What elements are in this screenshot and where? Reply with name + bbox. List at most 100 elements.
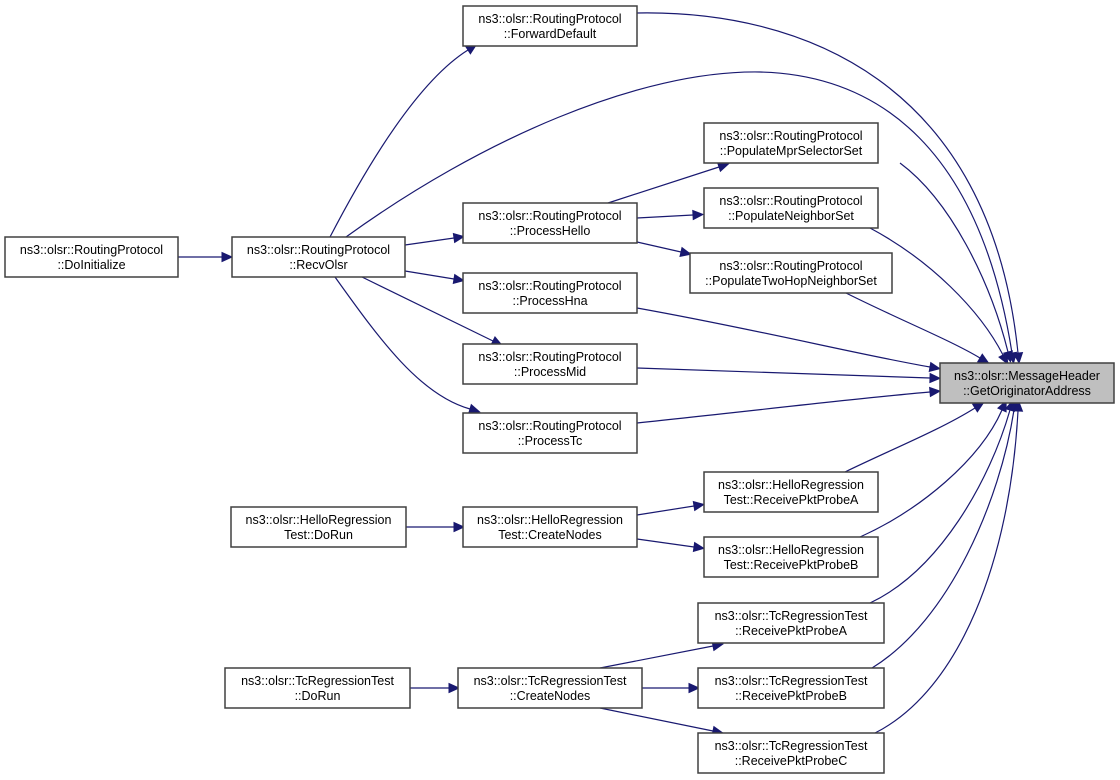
function-node-hpa[interactable]: ns3::olsr::HelloRegressionTest::ReceiveP…: [703, 471, 879, 513]
node-box[interactable]: [462, 202, 638, 244]
node-box[interactable]: [4, 236, 179, 278]
node-box[interactable]: [697, 602, 885, 644]
node-label-line1: ns3::olsr::RoutingProtocol: [478, 419, 621, 433]
node-box[interactable]: [462, 412, 638, 454]
function-node-twohop[interactable]: ns3::olsr::RoutingProtocol::PopulateTwoH…: [689, 252, 893, 294]
function-node-tpb[interactable]: ns3::olsr::TcRegressionTest::ReceivePktP…: [697, 667, 885, 709]
node-box[interactable]: [462, 506, 638, 548]
arrowhead-icon: [976, 353, 990, 364]
node-label-line2: ::ProcessHna: [512, 294, 587, 308]
edges-layer: [178, 12, 1024, 737]
node-label-line2: Test::ReceivePktProbeB: [724, 558, 859, 572]
edge-recv-to-tc: [334, 276, 481, 414]
function-node-mid[interactable]: ns3::olsr::RoutingProtocol::ProcessMid: [462, 343, 638, 385]
arrowhead-icon: [448, 682, 461, 694]
edge-hna-to-target: [636, 307, 942, 373]
arrowhead-icon: [452, 232, 466, 244]
function-node-tpc[interactable]: ns3::olsr::TcRegressionTest::ReceivePktP…: [697, 732, 885, 774]
node-box[interactable]: [939, 362, 1115, 404]
node-label-line1: ns3::olsr::RoutingProtocol: [478, 209, 621, 223]
edge-tcreate-to-tpc: [599, 707, 724, 737]
function-node-tcreate[interactable]: ns3::olsr::TcRegressionTest::CreateNodes: [457, 667, 643, 709]
function-node-hpb[interactable]: ns3::olsr::HelloRegressionTest::ReceiveP…: [703, 536, 879, 578]
edge-line: [874, 410, 1019, 734]
edge-tcreate-to-tpa: [599, 640, 725, 669]
arrowhead-icon: [971, 402, 985, 413]
edge-line: [636, 538, 695, 548]
function-node-hna[interactable]: ns3::olsr::RoutingProtocol::ProcessHna: [462, 272, 638, 314]
node-label-line2: Test::DoRun: [284, 528, 353, 542]
edge-line: [404, 270, 455, 280]
arrowhead-icon: [692, 541, 706, 553]
node-box[interactable]: [703, 536, 879, 578]
node-box[interactable]: [457, 667, 643, 709]
edge-line: [636, 12, 1019, 354]
node-box[interactable]: [703, 122, 879, 164]
function-node-hello[interactable]: ns3::olsr::RoutingProtocol::ProcessHello: [462, 202, 638, 244]
function-node-mpr[interactable]: ns3::olsr::RoutingProtocol::PopulateMprS…: [703, 122, 879, 164]
target-function-node[interactable]: ns3::olsr::MessageHeader::GetOriginatorA…: [939, 362, 1115, 404]
arrowhead-icon: [1012, 351, 1024, 365]
function-node-fwd[interactable]: ns3::olsr::RoutingProtocol::ForwardDefau…: [462, 5, 638, 47]
node-label-line2: ::ProcessHello: [510, 224, 591, 238]
node-box[interactable]: [462, 272, 638, 314]
edge-line: [329, 49, 469, 238]
edge-tcreate-to-tpb: [642, 682, 701, 694]
edge-line: [871, 409, 1015, 669]
node-label-line1: ns3::olsr::HelloRegression: [477, 513, 623, 527]
function-node-nbr[interactable]: ns3::olsr::RoutingProtocol::PopulateNeig…: [703, 187, 879, 229]
node-label-line1: ns3::olsr::TcRegressionTest: [715, 674, 868, 688]
edge-line: [636, 307, 931, 368]
node-label-line2: ::RecvOlsr: [289, 258, 347, 272]
function-node-hcreate[interactable]: ns3::olsr::HelloRegressionTest::CreateNo…: [462, 506, 638, 548]
node-box[interactable]: [462, 343, 638, 385]
node-label-line1: ns3::olsr::RoutingProtocol: [478, 350, 621, 364]
edge-line: [636, 367, 931, 379]
edge-doinit-to-recv: [178, 251, 234, 263]
edge-line: [334, 276, 471, 410]
function-node-tpa[interactable]: ns3::olsr::TcRegressionTest::ReceivePktP…: [697, 602, 885, 644]
node-box[interactable]: [224, 667, 411, 709]
arrowhead-icon: [468, 403, 481, 414]
arrowhead-icon: [452, 273, 466, 285]
node-box[interactable]: [703, 471, 879, 513]
node-label-line1: ns3::olsr::RoutingProtocol: [478, 279, 621, 293]
edge-recv-to-fwd: [329, 43, 478, 238]
edge-line: [636, 505, 695, 516]
node-label-line1: ns3::olsr::MessageHeader: [954, 369, 1100, 383]
edge-hello-to-twohop: [636, 241, 692, 258]
node-box[interactable]: [689, 252, 893, 294]
arrowhead-icon: [679, 246, 692, 258]
node-label-line2: ::ProcessMid: [514, 365, 586, 379]
node-box[interactable]: [697, 667, 885, 709]
node-label-line2: ::ProcessTc: [518, 434, 583, 448]
edge-line: [845, 292, 981, 359]
node-box[interactable]: [697, 732, 885, 774]
function-node-tc[interactable]: ns3::olsr::RoutingProtocol::ProcessTc: [462, 412, 638, 454]
edge-hdorun-to-hcreate: [406, 521, 466, 533]
node-label-line2: ::CreateNodes: [510, 689, 591, 703]
node-label-line1: ns3::olsr::HelloRegression: [718, 478, 864, 492]
arrowhead-icon: [688, 682, 701, 694]
node-label-line1: ns3::olsr::HelloRegression: [246, 513, 392, 527]
nodes-layer: ns3::olsr::MessageHeader::GetOriginatorA…: [4, 5, 1115, 774]
node-box[interactable]: [230, 506, 407, 548]
edge-hello-to-mpr: [607, 162, 730, 204]
function-node-tdorun[interactable]: ns3::olsr::TcRegressionTest::DoRun: [224, 667, 411, 709]
edge-hcreate-to-hpb: [636, 538, 706, 553]
node-label-line2: Test::ReceivePktProbeA: [724, 493, 859, 507]
node-box[interactable]: [231, 236, 406, 278]
node-box[interactable]: [462, 5, 638, 47]
node-label-line1: ns3::olsr::TcRegressionTest: [715, 739, 868, 753]
function-node-doinit[interactable]: ns3::olsr::RoutingProtocol::DoInitialize: [4, 236, 179, 278]
node-label-line1: ns3::olsr::RoutingProtocol: [247, 243, 390, 257]
node-label-line1: ns3::olsr::RoutingProtocol: [478, 12, 621, 26]
arrowhead-icon: [1012, 399, 1024, 412]
edge-nbr-to-target: [869, 227, 1009, 365]
node-box[interactable]: [703, 187, 879, 229]
node-label-line2: ::GetOriginatorAddress: [963, 384, 1091, 398]
function-node-recv[interactable]: ns3::olsr::RoutingProtocol::RecvOlsr: [231, 236, 406, 278]
node-label-line1: ns3::olsr::TcRegressionTest: [474, 674, 627, 688]
